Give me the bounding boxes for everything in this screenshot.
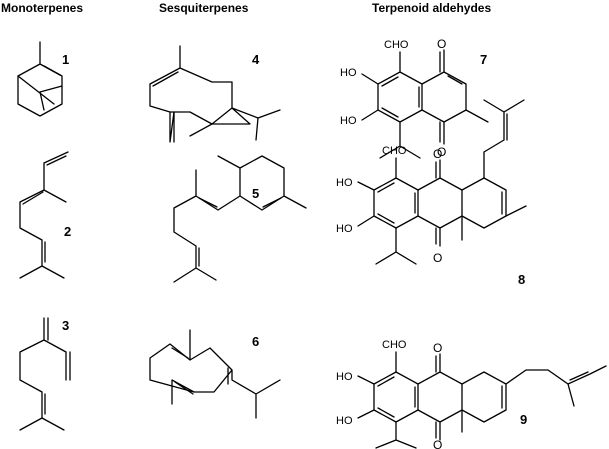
- structure-compound-1: [17, 41, 63, 117]
- label-compound-9: 9: [520, 412, 527, 427]
- atom-label-o-9b: O: [433, 438, 442, 449]
- atom-label-cho-8: CHO: [382, 145, 407, 157]
- atom-label-o-8a: O: [433, 147, 442, 161]
- atom-label-ho-9a: HO: [336, 371, 353, 383]
- header-monoterpenes: Monoterpenes: [1, 1, 83, 15]
- label-compound-3: 3: [62, 318, 69, 333]
- structure-compound-4: [149, 45, 281, 143]
- header-terpenoid-aldehydes: Terpenoid aldehydes: [372, 1, 491, 15]
- label-compound-6: 6: [252, 334, 259, 349]
- atom-label-ho-8b: HO: [336, 223, 353, 235]
- structure-compound-9: [357, 351, 607, 449]
- structure-compound-7: [361, 49, 489, 159]
- atom-label-ho-7b: HO: [340, 115, 357, 127]
- structure-compound-5: [173, 155, 307, 283]
- label-compound-8: 8: [518, 272, 525, 287]
- structure-compound-6: [149, 329, 281, 419]
- atom-label-ho-8a: HO: [336, 177, 353, 189]
- structure-compound-2: [19, 151, 69, 279]
- atom-label-ho-7a: HO: [340, 67, 357, 79]
- atom-label-o-7a: O: [437, 37, 446, 51]
- label-compound-1: 1: [62, 52, 69, 67]
- label-compound-2: 2: [64, 224, 71, 239]
- label-compound-5: 5: [252, 186, 259, 201]
- label-compound-4: 4: [252, 52, 260, 67]
- atom-label-cho-7: CHO: [384, 39, 409, 51]
- header-sesquiterpenes: Sesquiterpenes: [159, 1, 249, 15]
- atom-label-o-8b: O: [433, 251, 442, 265]
- atom-label-o-7b: O: [437, 145, 446, 159]
- atom-label-ho-9b: HO: [336, 415, 353, 427]
- structure-compound-3: [19, 317, 71, 431]
- atom-label-cho-9: CHO: [382, 339, 407, 351]
- label-compound-7: 7: [480, 52, 487, 67]
- structure-compound-8: [357, 99, 527, 265]
- atom-label-o-9a: O: [433, 341, 442, 355]
